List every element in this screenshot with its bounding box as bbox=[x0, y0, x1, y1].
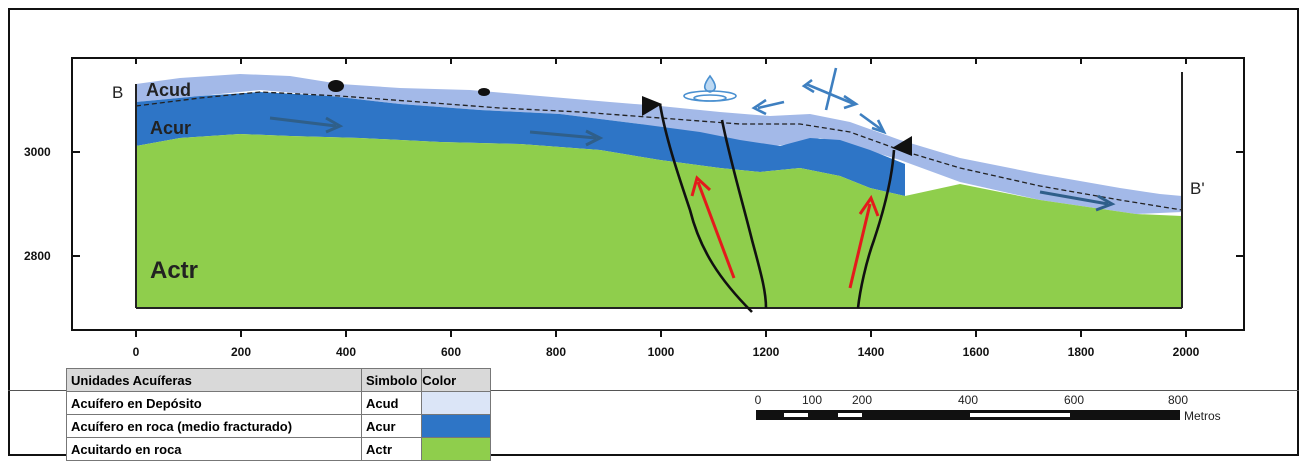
x-tick-label: 1200 bbox=[753, 345, 780, 359]
fault-lines bbox=[658, 103, 896, 313]
x-tick-label: 1000 bbox=[648, 345, 675, 359]
unit-label-acud: Acud bbox=[146, 80, 191, 100]
x-tick-label: 400 bbox=[336, 345, 356, 359]
y-tick-label: 3000 bbox=[24, 145, 51, 159]
scale-tick-label: 800 bbox=[1168, 393, 1188, 407]
legend-header-row: Unidades Acuíferas Simbolo Color bbox=[66, 368, 492, 392]
legend-swatch bbox=[421, 414, 492, 438]
legend-swatch bbox=[421, 437, 492, 461]
water-drop-icon bbox=[683, 74, 737, 102]
section-label-left: B bbox=[112, 83, 123, 102]
water-table-line bbox=[135, 91, 1183, 211]
scale-tick-label: 400 bbox=[958, 393, 978, 407]
fault-movement-arrows bbox=[690, 175, 880, 289]
x-tick-label: 1400 bbox=[858, 345, 885, 359]
legend-row: Acuífero en roca (medio fracturado) Acur bbox=[66, 414, 492, 438]
scale-tick-label: 600 bbox=[1064, 393, 1084, 407]
x-tick-label: 0 bbox=[133, 345, 140, 359]
figure-frame bbox=[8, 8, 1299, 456]
surface-feature-1 bbox=[328, 80, 344, 92]
legend-header-color: Color bbox=[421, 368, 492, 392]
groundwater-flow-arrows bbox=[269, 116, 1116, 212]
x-tick-label: 600 bbox=[441, 345, 461, 359]
scale-unit: Metros bbox=[1184, 409, 1221, 423]
exchange-arrows bbox=[751, 67, 887, 135]
fault-marker-left bbox=[642, 96, 662, 116]
scale-tick-label: 0 bbox=[755, 393, 762, 407]
legend-table: Unidades Acuíferas Simbolo Color Acuífer… bbox=[66, 368, 492, 461]
legend-symbol: Acur bbox=[360, 414, 423, 438]
scale-bar: 0 100 200 400 600 800 Metros bbox=[755, 393, 1221, 423]
x-axis: 0 200 400 600 800 1000 1200 1400 1600 1800 2000 bbox=[133, 58, 1200, 359]
legend-row: Acuífero en Depósito Acud bbox=[66, 391, 492, 415]
separator-line bbox=[8, 390, 1299, 391]
scale-tick-label: 100 bbox=[802, 393, 822, 407]
x-tick-label: 1600 bbox=[963, 345, 990, 359]
x-tick-label: 800 bbox=[546, 345, 566, 359]
x-tick-label: 1800 bbox=[1068, 345, 1095, 359]
y-axis: 3000 2800 bbox=[24, 145, 1244, 263]
plot-frame bbox=[71, 57, 1245, 331]
legend-symbol: Actr bbox=[360, 437, 423, 461]
legend-row: Acuitardo en roca Actr bbox=[66, 437, 492, 461]
section-label-right: B' bbox=[1190, 179, 1205, 198]
legend-unit: Acuífero en Depósito bbox=[66, 391, 362, 415]
unit-label-acur: Acur bbox=[150, 118, 191, 138]
scale-tick-label: 200 bbox=[852, 393, 872, 407]
surface-feature-2 bbox=[478, 88, 490, 96]
legend-header-symbol: Simbolo bbox=[360, 368, 423, 392]
x-tick-label: 2000 bbox=[1173, 345, 1200, 359]
x-tick-label: 200 bbox=[231, 345, 251, 359]
y-tick-label: 2800 bbox=[24, 249, 51, 263]
legend-header-unit: Unidades Acuíferas bbox=[66, 368, 362, 392]
unit-label-actr: Actr bbox=[150, 257, 198, 284]
legend-unit: Acuífero en roca (medio fracturado) bbox=[66, 414, 362, 438]
legend-unit: Acuitardo en roca bbox=[66, 437, 362, 461]
actr-layer bbox=[136, 134, 1182, 308]
legend-symbol: Acud bbox=[360, 391, 423, 415]
legend-swatch bbox=[421, 391, 492, 415]
fault-marker-right bbox=[892, 136, 912, 156]
